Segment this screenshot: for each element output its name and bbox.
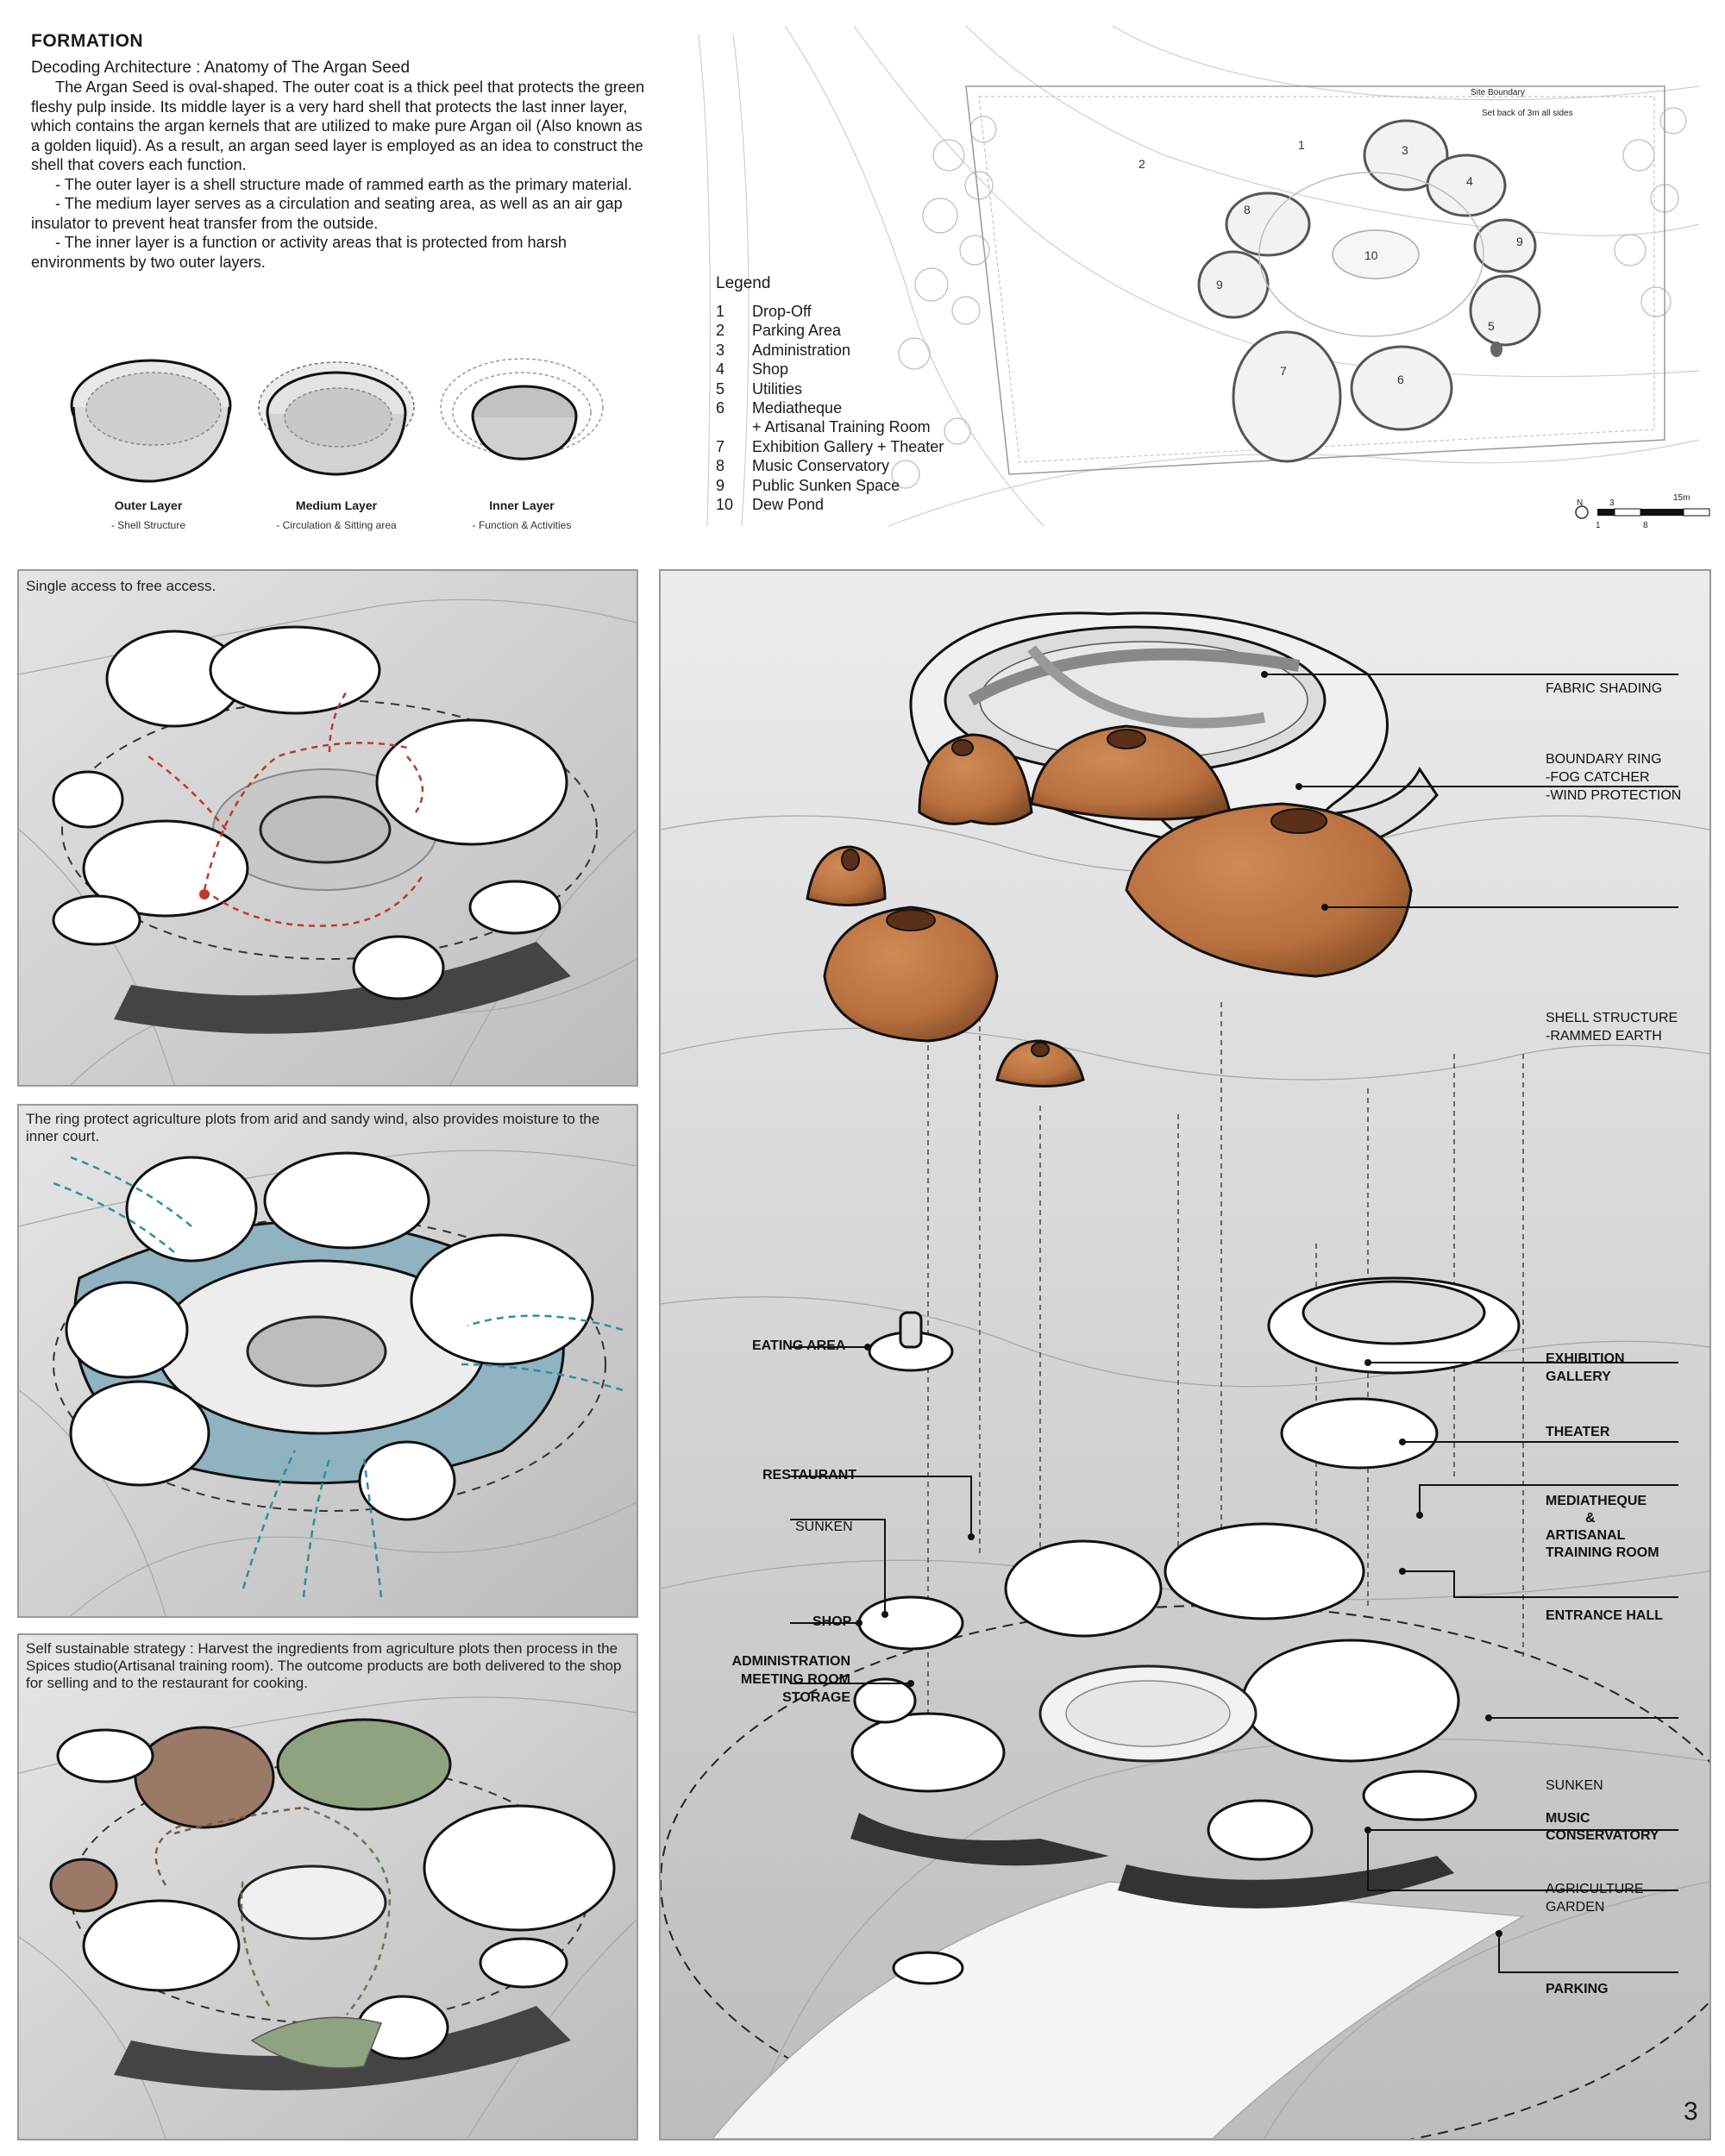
- north-arrow-icon: [1575, 505, 1589, 519]
- sustain-caption: Self sustainable strategy : Harvest the …: [26, 1640, 622, 1691]
- scale-label: 15m: [1673, 493, 1690, 503]
- callout-ampersand: &: [1585, 1511, 1596, 1526]
- callout-boundary-ring: BOUNDARY RING: [1546, 752, 1662, 767]
- callout-fog-catcher: -FOG CATCHER: [1546, 770, 1650, 785]
- callout-garden: GARDEN: [1546, 1900, 1605, 1915]
- outer-layer-desc: - Shell Structure: [110, 519, 186, 531]
- formation-title: FORMATION: [31, 31, 144, 51]
- medium-layer-label: Medium Layer: [295, 498, 378, 512]
- formation-paragraph: The Argan Seed is oval-shaped. The outer…: [31, 78, 645, 173]
- callout-exhibition: EXHIBITION: [1546, 1351, 1625, 1366]
- outer-layer-seed-icon: [70, 359, 232, 483]
- callout-eating-area: EATING AREA: [752, 1338, 846, 1353]
- zone-number: 8: [1244, 203, 1251, 216]
- callout-entrance-hall: ENTRANCE HALL: [1546, 1608, 1663, 1623]
- callout-conservatory: CONSERVATORY: [1546, 1828, 1659, 1843]
- zone-number: 4: [1466, 174, 1473, 188]
- zone-number: 9: [1516, 235, 1523, 248]
- callout-wind-protection: -WIND PROTECTION: [1546, 788, 1682, 803]
- medium-layer-desc: - Circulation & Sitting area: [276, 519, 397, 531]
- ring-diagram: [19, 1106, 637, 1616]
- outer-layer-label: Outer Layer: [114, 498, 183, 512]
- formation-subtitle: Decoding Architecture : Anatomy of The A…: [31, 59, 411, 77]
- zone-number: 10: [1364, 248, 1378, 262]
- callout-rammed-earth: -RAMMED EARTH: [1546, 1029, 1662, 1044]
- formation-paragraph: - The inner layer is a function or activ…: [31, 234, 568, 271]
- scale-label: 3: [1609, 498, 1615, 508]
- callout-storage: STORAGE: [782, 1690, 850, 1705]
- callout-shop: SHOP: [812, 1614, 852, 1629]
- callout-parking: PARKING: [1546, 1982, 1609, 1996]
- legend-title: Legend: [716, 274, 771, 292]
- callout-fabric-shading: FABRIC SHADING: [1546, 681, 1663, 696]
- zone-number: 7: [1280, 364, 1287, 378]
- ring-caption: The ring protect agriculture plots from …: [26, 1111, 600, 1144]
- access-diagram: [19, 571, 637, 1085]
- sustain-panel: Self sustainable strategy : Harvest the …: [17, 1633, 638, 2140]
- callout-restaurant: RESTAURANT: [762, 1468, 857, 1482]
- callout-theater: THEATER: [1546, 1425, 1610, 1439]
- scale-label: 1: [1596, 521, 1601, 530]
- zone-number: 1: [1298, 138, 1305, 152]
- callout-administration: ADMINISTRATION: [731, 1654, 850, 1669]
- north-label: N: [1577, 498, 1584, 508]
- page-number: 3: [1684, 2097, 1698, 2126]
- sustain-diagram: [19, 1635, 637, 2139]
- zone-number: 2: [1138, 157, 1145, 171]
- inner-layer-desc: - Function & Activities: [472, 519, 572, 531]
- medium-layer-seed-icon: [258, 361, 415, 476]
- inner-layer-seed-icon: [440, 358, 604, 461]
- scale-label: 8: [1643, 521, 1648, 530]
- callout-mediatheque: MEDIATHEQUE: [1546, 1494, 1647, 1508]
- callout-artisanal: ARTISANAL: [1546, 1528, 1626, 1543]
- shell-structure-group: [806, 724, 1413, 1087]
- formation-body: The Argan Seed is oval-shaped. The outer…: [31, 78, 652, 272]
- zone-number: 6: [1397, 373, 1404, 386]
- access-panel: Single access to free access.: [17, 569, 638, 1087]
- zone-number: 9: [1216, 278, 1223, 291]
- ring-panel: The ring protect agriculture plots from …: [17, 1104, 638, 1618]
- site-boundary-note: Site Boundary: [1471, 88, 1525, 97]
- setback-note: Set back of 3m all sides: [1482, 109, 1573, 118]
- access-caption: Single access to free access.: [26, 578, 216, 594]
- scale-bar: [1575, 505, 1710, 519]
- callout-shell-structure: SHELL STRUCTURE: [1546, 1011, 1678, 1025]
- site-plan: [698, 26, 1700, 527]
- callout-sunken-left: SUNKEN: [795, 1520, 853, 1534]
- callout-gallery: GALLERY: [1546, 1369, 1611, 1384]
- exploded-axon-panel: FABRIC SHADING BOUNDARY RING -FOG CATCHE…: [659, 569, 1711, 2140]
- callout-meeting-room: MEETING ROOM: [740, 1672, 850, 1687]
- seed-layer-diagrams: [70, 358, 604, 483]
- callout-music: MUSIC: [1546, 1811, 1590, 1826]
- inner-layer-label: Inner Layer: [489, 498, 555, 512]
- callout-training-room: TRAINING ROOM: [1546, 1545, 1659, 1560]
- formation-paragraph: - The medium layer serves as a circulati…: [31, 195, 623, 232]
- zone-number: 5: [1488, 319, 1495, 333]
- exploded-axon-diagram: [661, 571, 1709, 2139]
- formation-paragraph: - The outer layer is a shell structure m…: [55, 175, 632, 193]
- legend-item: + Artisanal Training Room: [752, 418, 931, 436]
- callout-agriculture: AGRICULTURE: [1546, 1882, 1644, 1896]
- zone-number: 3: [1402, 143, 1408, 157]
- callout-sunken-right: SUNKEN: [1546, 1778, 1603, 1793]
